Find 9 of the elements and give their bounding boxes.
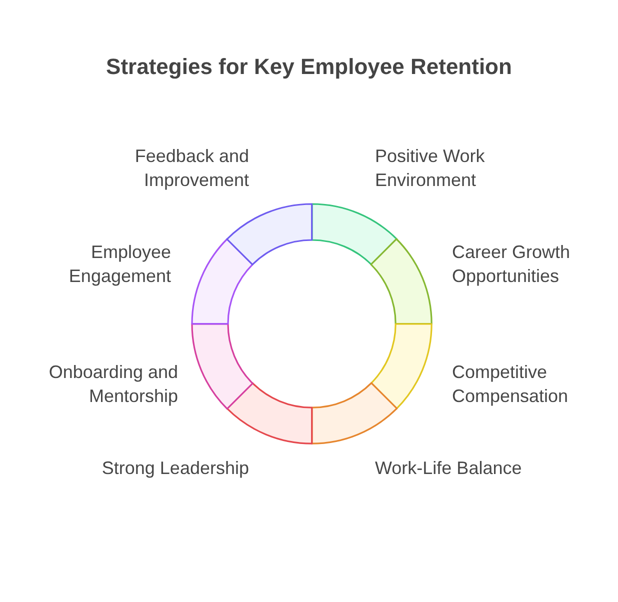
segment-label: Positive Work Environment (375, 145, 486, 192)
segment-label: Strong Leadership (100, 456, 249, 480)
segment-label: Career Growth Opportunities (452, 240, 572, 288)
title: Strategies for Key Employee Retention (105, 53, 513, 81)
segment-label: Work-Life Balance (375, 456, 523, 480)
segment-label: Feedback and Improvement (134, 145, 249, 192)
segment-label: Employee Engagement (68, 240, 171, 288)
segment-label: Competitive Compensation (452, 361, 570, 408)
segment-label: Onboarding and Mentorship (48, 361, 178, 408)
